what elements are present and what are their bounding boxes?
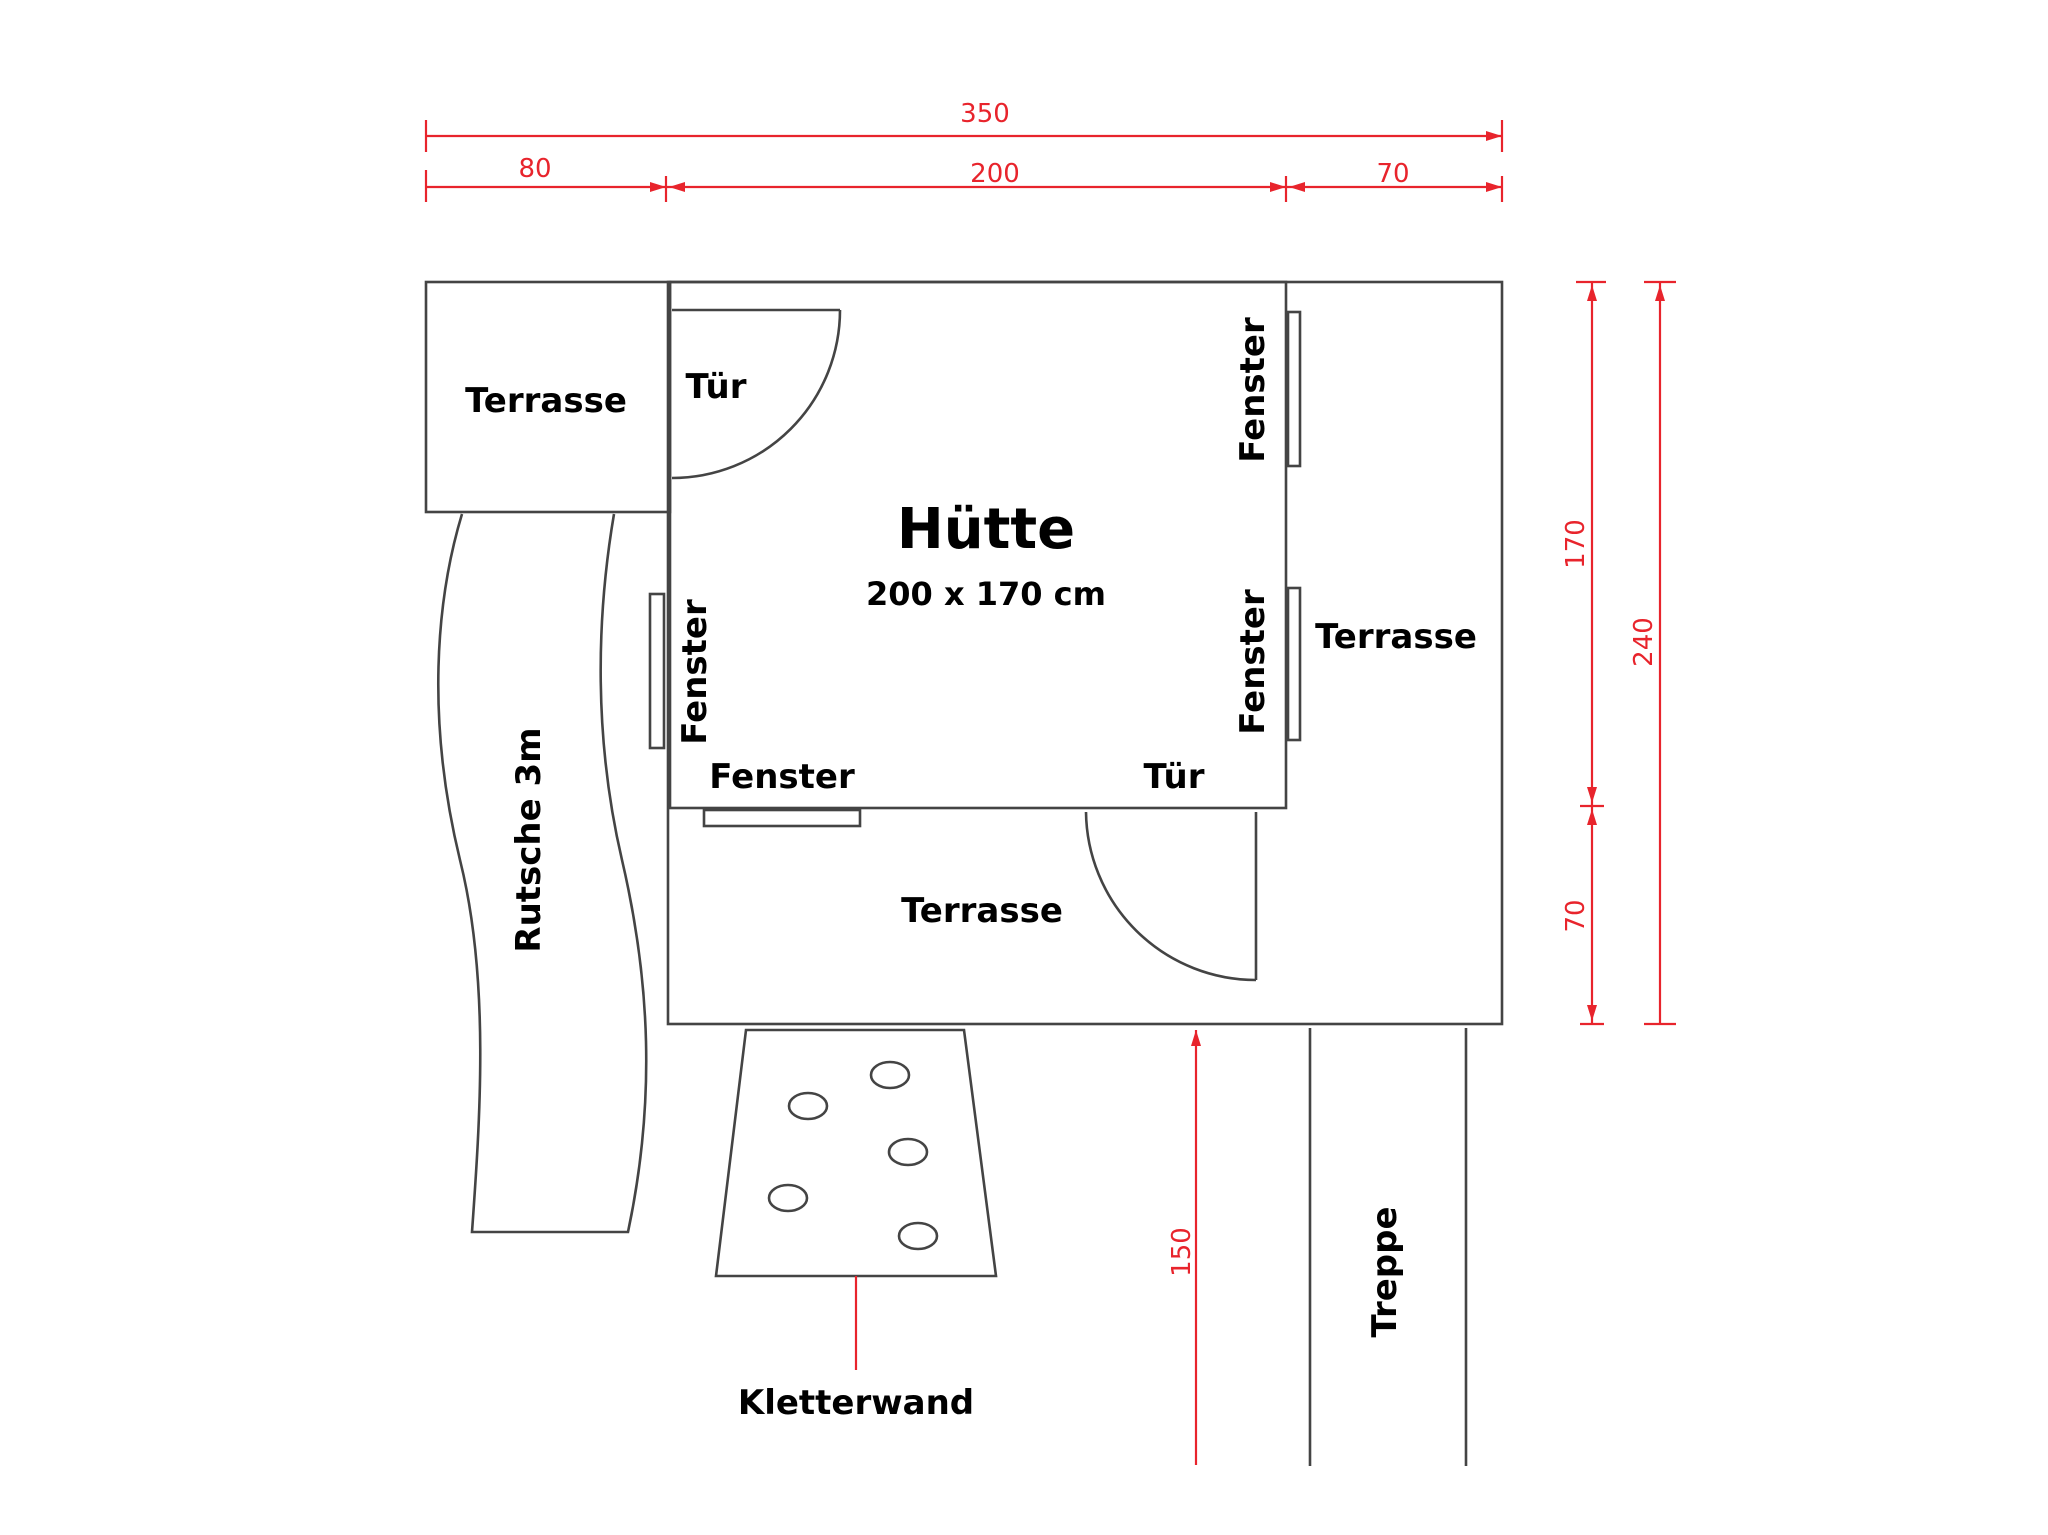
window-right-top xyxy=(1286,310,1302,468)
slide-label: Rutsche 3m xyxy=(509,727,549,952)
door-top-label: Tür xyxy=(686,367,747,407)
hut-size: 200 x 170 cm xyxy=(866,575,1106,613)
dimension-height: 150 xyxy=(1167,1030,1201,1465)
window-left-label: Fenster xyxy=(675,599,715,745)
dimension-label-hut-depth: 170 xyxy=(1561,519,1591,569)
dimension-hut-depth: 170 xyxy=(1561,280,1606,808)
slide xyxy=(437,513,648,1234)
window-left xyxy=(648,592,666,750)
dimension-label-middle-width: 200 xyxy=(970,159,1020,189)
window-right-top-label: Fenster xyxy=(1233,317,1273,463)
dimension-total-depth: 240 xyxy=(1629,280,1676,1026)
window-bottom-label: Fenster xyxy=(709,757,855,797)
door-bottom-label: Tür xyxy=(1144,757,1205,797)
climbing-wall-label: Kletterwand xyxy=(738,1383,974,1423)
dimension-label-total-depth: 240 xyxy=(1629,617,1659,667)
hut xyxy=(668,280,1288,810)
stairs xyxy=(1308,1028,1468,1466)
climbing-hold xyxy=(767,1183,809,1213)
window-bottom xyxy=(702,808,862,828)
stairs-label: Treppe xyxy=(1365,1206,1405,1337)
dimension-label-left-width: 80 xyxy=(518,154,551,184)
climbing-wall xyxy=(714,1028,998,1278)
dimension-middle-width: 200 xyxy=(664,159,1286,202)
door-top xyxy=(671,308,842,480)
terrace-right-label: Terrasse xyxy=(1315,617,1477,657)
climbing-hold xyxy=(887,1137,929,1167)
dimension-label-total-width: 350 xyxy=(960,99,1010,129)
dimension-right-width: 70 xyxy=(1284,159,1504,202)
door-bottom xyxy=(1084,811,1258,982)
climbing-hold xyxy=(787,1091,829,1121)
dimension-terrace-depth: 70 xyxy=(1561,806,1604,1026)
hut-title: Hütte xyxy=(897,497,1075,562)
climbing-hold xyxy=(897,1221,939,1251)
dimension-label-right-width: 70 xyxy=(1376,159,1409,189)
dimension-label-height: 150 xyxy=(1167,1227,1197,1277)
window-right-bottom xyxy=(1286,586,1302,742)
climbing-hold xyxy=(869,1060,911,1090)
window-right-bottom-label: Fenster xyxy=(1233,589,1273,735)
dimension-total-width: 350 xyxy=(424,99,1504,152)
dimension-left-width: 80 xyxy=(424,154,666,202)
terrace-front-label: Terrasse xyxy=(901,891,1063,931)
terrace-left-label: Terrasse xyxy=(465,381,627,421)
dimension-label-terrace-depth: 70 xyxy=(1561,899,1591,932)
